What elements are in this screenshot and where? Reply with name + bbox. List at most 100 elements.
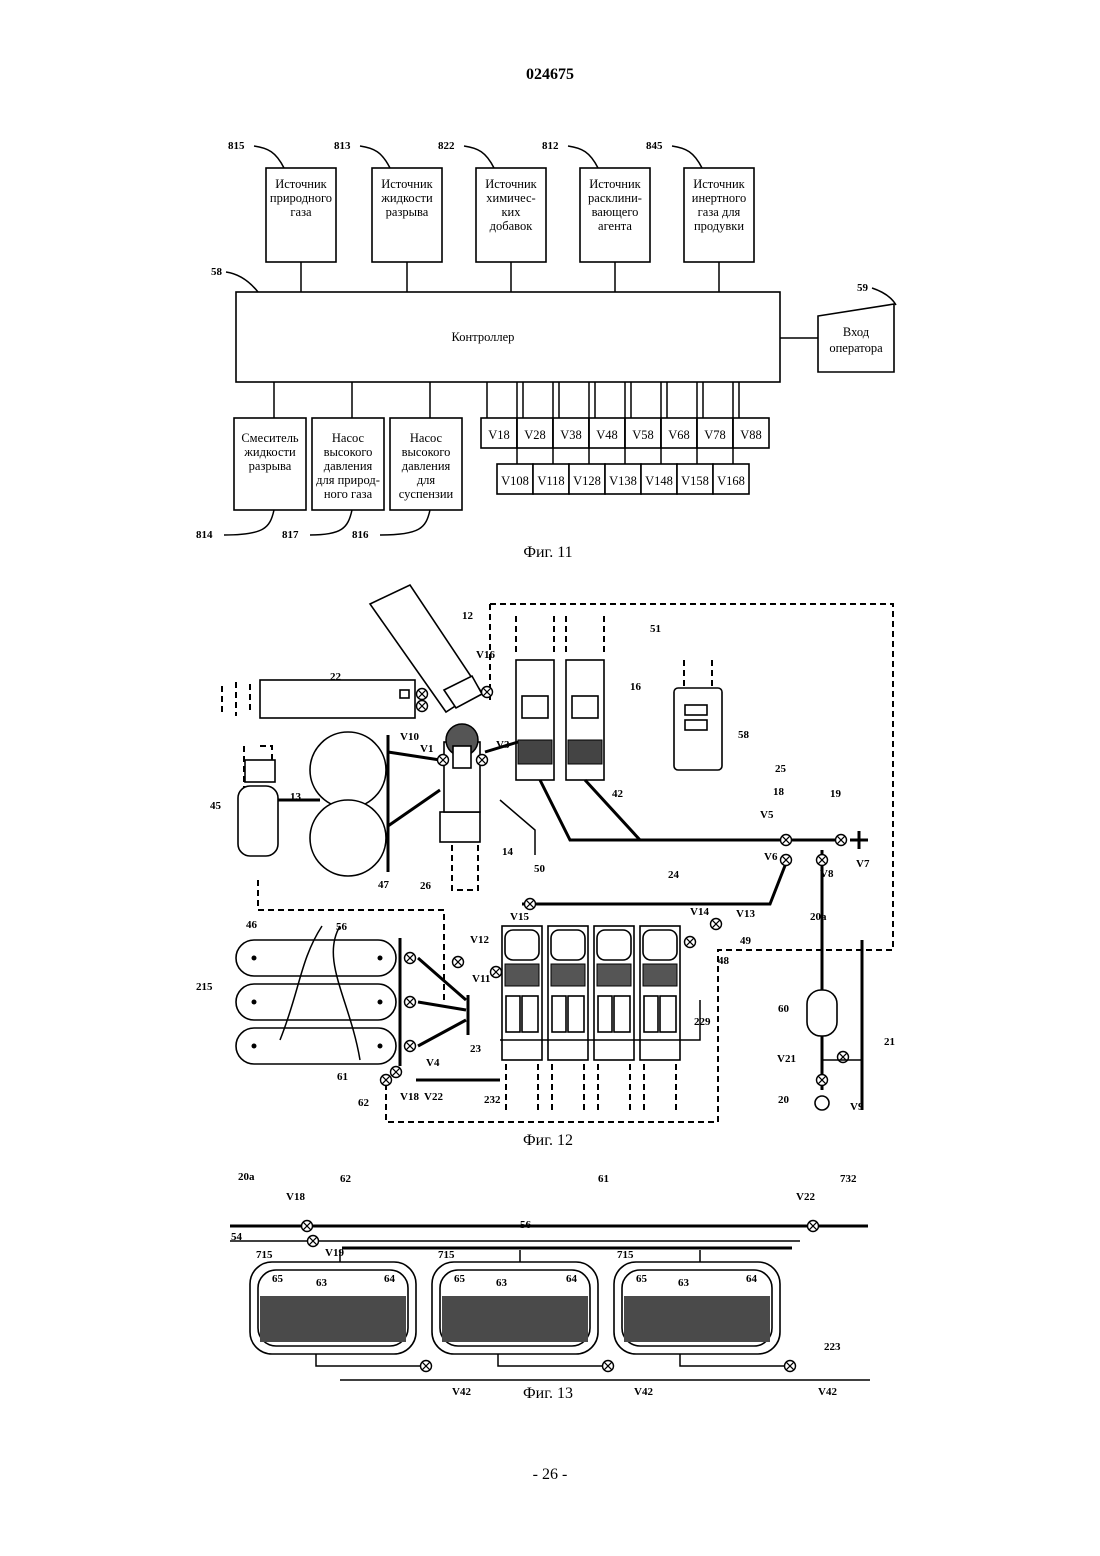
unit-ref-label: 816 [352, 529, 369, 541]
fig13-ref-label: 65 [454, 1273, 466, 1285]
pump-detail [506, 996, 520, 1032]
fig12-ref-label: 47 [378, 879, 390, 891]
fig12-ref-label: 21 [884, 1036, 895, 1048]
fig12-ref-label: 42 [612, 788, 624, 800]
source-box-text: природного [270, 191, 332, 205]
source-box-text: Источник [275, 177, 327, 191]
valve-v10b-icon [417, 701, 428, 712]
valve-v19-icon [308, 1236, 319, 1247]
fig12-ref-label: V10 [400, 731, 419, 743]
storage-vessel-215 [236, 1028, 396, 1064]
fig12-ref-label: V6 [764, 851, 778, 863]
source-box-text: агента [598, 219, 632, 233]
fig13-ref-label: V22 [796, 1191, 815, 1203]
pump-engine-block [505, 964, 539, 986]
fig12-ref-label: 26 [420, 880, 432, 892]
fig12-ref-label: 12 [462, 610, 474, 622]
fig12-ref-label: 49 [740, 935, 752, 947]
source-box-text: Источник [381, 177, 433, 191]
fig12-ref-label: V22 [424, 1091, 443, 1103]
pump-detail [598, 996, 612, 1032]
valve-bottom-label: V108 [501, 474, 529, 488]
page-number: - 26 - [0, 1466, 1100, 1484]
fig13-ref-label: 64 [566, 1273, 578, 1285]
pump-detail [572, 696, 598, 718]
fig13-ref-label: 56 [520, 1219, 532, 1231]
leader-line [872, 288, 896, 305]
pump-detail [644, 996, 658, 1032]
valve-top-label: V78 [704, 428, 726, 442]
unit-box-text: Смеситель [241, 431, 299, 445]
fig13-vessel-manifold: Фиг. 1320aV186261V227325456V197157157156… [230, 1171, 870, 1402]
controller-ref-label: 58 [211, 266, 223, 278]
vessel-sediment-fill [442, 1296, 588, 1342]
fig12-ref-label: V21 [777, 1053, 796, 1065]
pump-dashed-outline [566, 614, 604, 652]
hopper-window [453, 746, 471, 768]
spherical-tank [310, 732, 386, 808]
valve-v4b-icon [405, 997, 416, 1008]
pump-detail [522, 696, 548, 718]
pump-dashed-outline [644, 1064, 676, 1110]
pump-detail [552, 996, 566, 1032]
fig13-ref-label: 63 [496, 1277, 508, 1289]
storage-tank-22 [260, 680, 415, 718]
unit-box-text: для природ- [316, 473, 380, 487]
valve-v9-icon [838, 1052, 849, 1063]
source-ref-label: 845 [646, 140, 663, 152]
vessel-port [252, 1044, 257, 1049]
unit-box-text: высокого [402, 445, 451, 459]
tank-port [400, 690, 409, 698]
fig12-ref-label: 215 [196, 981, 213, 993]
valve-v5-icon [781, 835, 792, 846]
leader-line [226, 272, 258, 292]
fig11-block-diagram: Источникприродногогаза815Источникжидкост… [196, 140, 896, 561]
fig12-ref-label: 45 [210, 800, 222, 812]
valve-top-label: V38 [560, 428, 582, 442]
unit-box-text: разрыва [249, 459, 292, 473]
fig12-ref-label: V9 [850, 1101, 864, 1113]
valve-bottom-label: V138 [609, 474, 637, 488]
valve-v42-icon [785, 1361, 796, 1372]
fig13-ref-label: 715 [256, 1249, 273, 1261]
fig12-ref-label: V14 [690, 906, 709, 918]
valve-v22-icon [391, 1067, 402, 1078]
vessel-port [252, 956, 257, 961]
valve-v7-icon [836, 835, 847, 846]
fig12-ref-label: V11 [472, 973, 490, 985]
fig12-ref-label: 50 [534, 863, 546, 875]
vessel-port [378, 1000, 383, 1005]
pump-detail [614, 996, 630, 1032]
fig13-ref-label: 20a [238, 1171, 255, 1183]
dashed-mover [222, 682, 250, 716]
source-box-text: вающего [592, 205, 639, 219]
fig12-ref-label: 58 [738, 729, 750, 741]
unit-box-text: жидкости [243, 445, 296, 459]
controller-screen [685, 705, 707, 715]
fig12-ref-label: V3 [496, 739, 510, 751]
fig13-ref-label: 61 [598, 1173, 609, 1185]
valve-v42-icon [603, 1361, 614, 1372]
valve-top-label: V58 [632, 428, 654, 442]
valve-bottom-label: V148 [645, 474, 673, 488]
fig13-caption: Фиг. 13 [523, 1385, 573, 1402]
pump-dashed-outline [506, 1064, 538, 1110]
valve-top-label: V18 [488, 428, 510, 442]
leader-line [380, 510, 430, 535]
source-box-text: химичес- [486, 191, 535, 205]
source-box-text: расклини- [588, 191, 642, 205]
bottom-drain-line [498, 1354, 612, 1366]
fig12-ref-label: 60 [778, 1003, 790, 1015]
fig12-ref-label: 16 [630, 681, 642, 693]
fig11-caption: Фиг. 11 [523, 544, 572, 561]
leader-line [310, 510, 352, 535]
fig12-ref-label: V12 [470, 934, 489, 946]
fig12-ref-label: V1 [420, 743, 433, 755]
valve-v6-icon [781, 855, 792, 866]
fig12-ref-label: V16 [476, 649, 495, 661]
source-box-text: газа [290, 205, 312, 219]
operator-ref-label: 59 [857, 282, 869, 294]
source-ref-label: 815 [228, 140, 245, 152]
fig13-ref-label: 715 [617, 1249, 634, 1261]
